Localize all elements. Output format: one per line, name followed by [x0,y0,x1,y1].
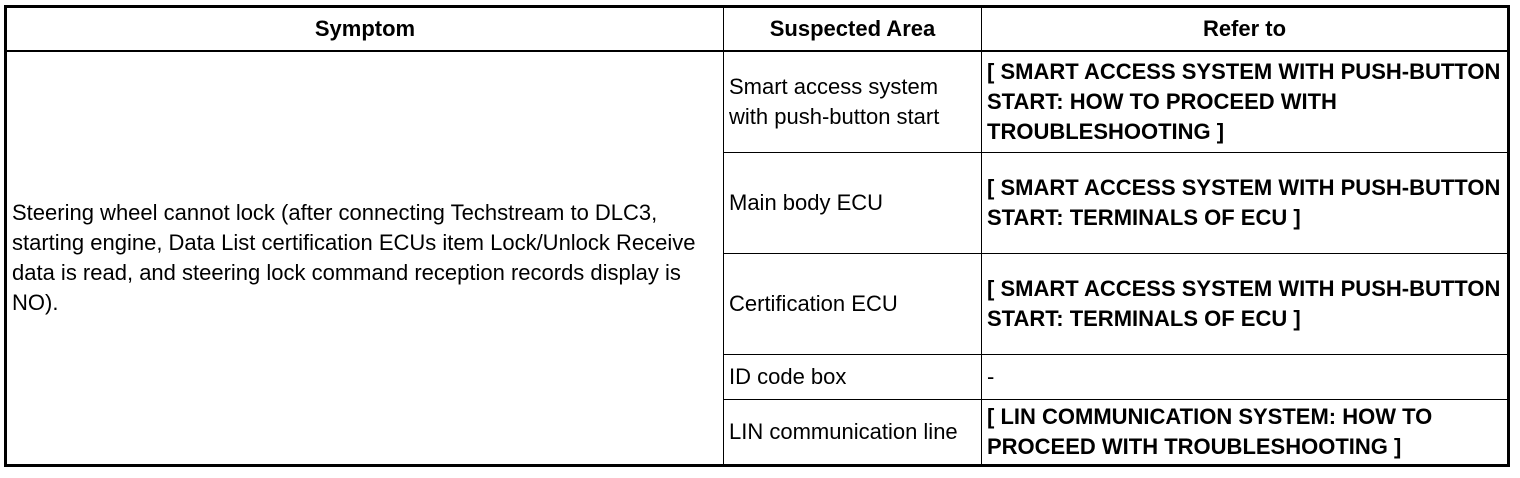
header-row: Symptom Suspected Area Refer to [5,6,1509,52]
refer-cell: - [981,354,1509,400]
header-suspected-area: Suspected Area [723,6,982,52]
suspected-area-cell: ID code box [723,354,982,400]
header-refer-to: Refer to [981,6,1509,52]
table-row: ID code box - [6,354,1509,400]
refer-link[interactable]: [ SMART ACCESS SYSTEM WITH PUSH-BUTTON S… [981,253,1509,355]
refer-link[interactable]: [ LIN COMMUNICATION SYSTEM: HOW TO PROCE… [981,399,1509,466]
troubleshooting-table: Symptom Suspected Area Refer to Steering… [4,5,1510,467]
table-row: Main body ECU [ SMART ACCESS SYSTEM WITH… [6,152,1509,254]
table-row: Steering wheel cannot lock (after connec… [5,50,1509,466]
suspected-area-cell: Main body ECU [723,152,982,254]
suspected-area-cell: Certification ECU [723,253,982,355]
suspected-area-cell: LIN communication line [723,399,982,466]
symptom-cell: Steering wheel cannot lock (after connec… [5,50,724,466]
header-symptom: Symptom [5,6,724,52]
table-row: LIN communication line [ LIN COMMUNICATI… [6,399,1509,466]
table-row: Certification ECU [ SMART ACCESS SYSTEM … [6,253,1509,355]
refer-link[interactable]: [ SMART ACCESS SYSTEM WITH PUSH-BUTTON S… [981,50,1509,153]
refer-link[interactable]: [ SMART ACCESS SYSTEM WITH PUSH-BUTTON S… [981,152,1509,254]
suspected-area-cell: Smart access system with push-button sta… [723,50,982,153]
